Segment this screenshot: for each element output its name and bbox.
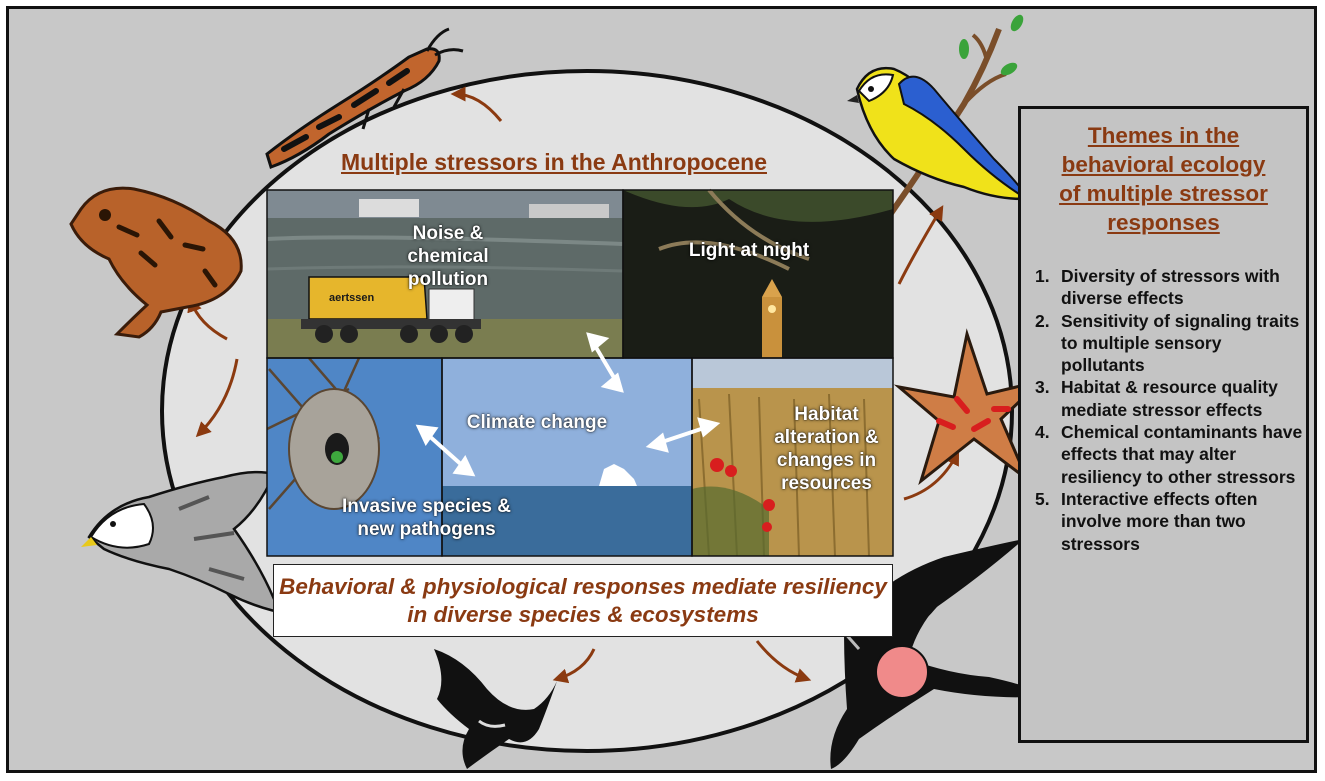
theme-text: Habitat & resource quality mediate stres… — [1061, 377, 1278, 420]
response-statement: Behavioral & physiological responses med… — [273, 564, 893, 637]
label-noise-chemical-pollution: Noise & chemical pollution — [407, 223, 489, 290]
link-arrow-invasive-climate — [415, 424, 476, 477]
theme-number: 4. — [1035, 422, 1050, 443]
photo-climate-background — [442, 358, 692, 556]
cycle-arrow — [897, 205, 944, 285]
truck-brand-text: aertssen — [329, 292, 375, 304]
insect-icon — [265, 27, 464, 169]
themes-panel: Themes in the behavioral ecology of mult… — [1018, 106, 1309, 743]
themes-title: Themes in the behavioral ecology of mult… — [1059, 123, 1268, 235]
theme-item: 4. Chemical contaminants have effects tha… — [1035, 421, 1305, 488]
theme-item: 2. Sensitivity of signaling traits to mul… — [1035, 310, 1305, 377]
photo-invasive-background — [266, 357, 442, 556]
label-light-at-night: Light at night — [688, 240, 810, 261]
theme-item: 3. Habitat & resource quality mediate st… — [1035, 376, 1305, 421]
theme-text: Diversity of stressors with diverse effe… — [1061, 266, 1280, 309]
gull-icon — [81, 470, 292, 619]
swallow-icon — [434, 649, 557, 769]
cycle-arrow — [755, 640, 812, 683]
theme-text: Interactive effects often involve more t… — [1061, 488, 1258, 554]
link-arrow-climate-habitat — [645, 417, 721, 453]
photo-habitat-background — [692, 358, 893, 557]
themes-list: 1. Diversity of stressors with diverse ef… — [1035, 265, 1305, 555]
theme-item: 5. Interactive effects often involve more… — [1035, 488, 1305, 555]
cycle-arrow — [195, 358, 239, 438]
figure-frame: aertssen — [6, 6, 1317, 773]
label-invasive-species: Invasive species & new pathogens — [342, 496, 511, 540]
theme-item: 1. Diversity of stressors with diverse ef… — [1035, 265, 1305, 310]
cycle-arrow — [552, 648, 596, 684]
label-climate-change: Climate change — [466, 412, 608, 433]
frog-icon — [69, 186, 243, 339]
theme-text: Sensitivity of signaling traits to multi… — [1061, 310, 1300, 376]
label-habitat-alteration: Habitat alteration & changes in resource… — [774, 404, 879, 494]
theme-number: 1. — [1035, 266, 1050, 286]
theme-number: 3. — [1035, 377, 1050, 398]
photo-light-background — [623, 188, 893, 358]
theme-number: 2. — [1035, 310, 1050, 331]
photo-noise-background: aertssen — [266, 190, 624, 358]
theme-text: Chemical contaminants have effects that … — [1061, 422, 1303, 487]
main-title: Multiple stressors in the Anthropocene — [341, 149, 767, 175]
blue-tit-icon — [847, 14, 1029, 221]
link-arrow-noise-climate — [586, 332, 624, 393]
theme-number: 5. — [1035, 488, 1050, 509]
cycle-arrow — [450, 86, 503, 122]
cycle-arrow — [903, 449, 960, 501]
